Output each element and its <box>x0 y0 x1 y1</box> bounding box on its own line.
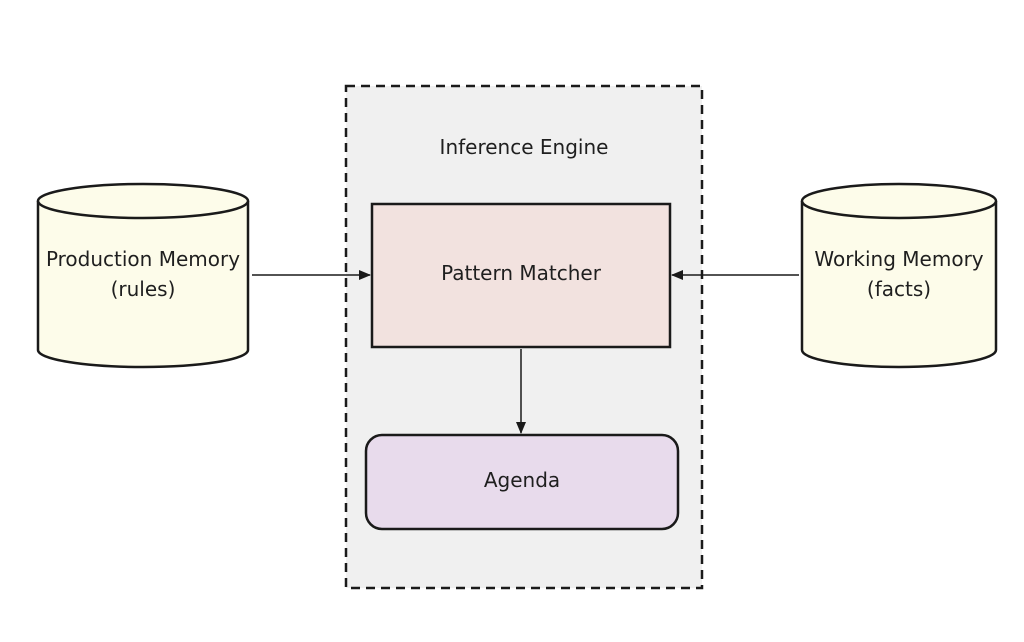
agenda-label: Agenda <box>483 468 561 492</box>
production-memory-subtitle: (rules) <box>110 277 176 301</box>
inference-engine-title: Inference Engine <box>439 135 609 159</box>
agenda-node <box>364 433 680 531</box>
working-memory-title: Working Memory <box>814 247 984 271</box>
pattern-matcher-label: Pattern Matcher <box>441 261 601 285</box>
production-memory-title: Production Memory <box>45 247 241 271</box>
production-memory-label: Production Memory (rules) <box>38 244 248 304</box>
working-memory-cylinder <box>800 182 998 369</box>
production-memory-cylinder <box>36 182 250 369</box>
working-memory-label: Working Memory (facts) <box>802 244 996 304</box>
pattern-matcher-node <box>370 202 672 349</box>
working-memory-subtitle: (facts) <box>866 277 932 301</box>
